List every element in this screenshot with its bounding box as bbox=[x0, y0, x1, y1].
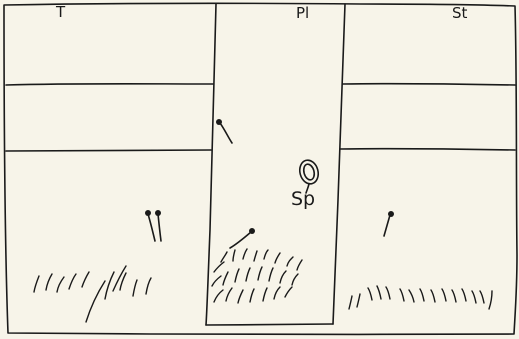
pleuron-setae-cluster bbox=[212, 249, 302, 303]
socket-pleuron-lower bbox=[249, 228, 255, 234]
sternum-division-upper bbox=[343, 84, 515, 85]
tergum-setae-row bbox=[34, 266, 151, 322]
pleural-suture-right bbox=[333, 4, 345, 324]
socket-sternum bbox=[388, 211, 394, 217]
tergum-division-lower bbox=[6, 150, 211, 151]
pleural-suture-left bbox=[206, 4, 216, 325]
segment-outline bbox=[4, 3, 517, 334]
sternum-division-lower bbox=[340, 149, 515, 150]
label-spiracle: Sp bbox=[291, 190, 315, 209]
tergum-division-upper bbox=[6, 84, 213, 85]
seta-sternum bbox=[384, 215, 390, 236]
segment-bottom-line bbox=[206, 324, 333, 325]
seta-tergum-left bbox=[148, 214, 155, 241]
socket-tergum-left bbox=[145, 210, 151, 216]
label-tergum: T bbox=[56, 5, 65, 20]
socket-pleuron-upper bbox=[216, 119, 222, 125]
socket-tergum-right bbox=[155, 210, 161, 216]
spiracle-inner bbox=[302, 163, 316, 181]
seta-pleuron-upper bbox=[220, 123, 232, 143]
sternum-setae-row bbox=[349, 286, 492, 309]
seta-pleuron-lower bbox=[230, 232, 251, 248]
seta-tergum-right bbox=[158, 214, 161, 241]
spiracle-outer bbox=[297, 158, 321, 186]
label-pleuron: Pl bbox=[296, 6, 309, 21]
label-sternum: St bbox=[452, 6, 467, 21]
